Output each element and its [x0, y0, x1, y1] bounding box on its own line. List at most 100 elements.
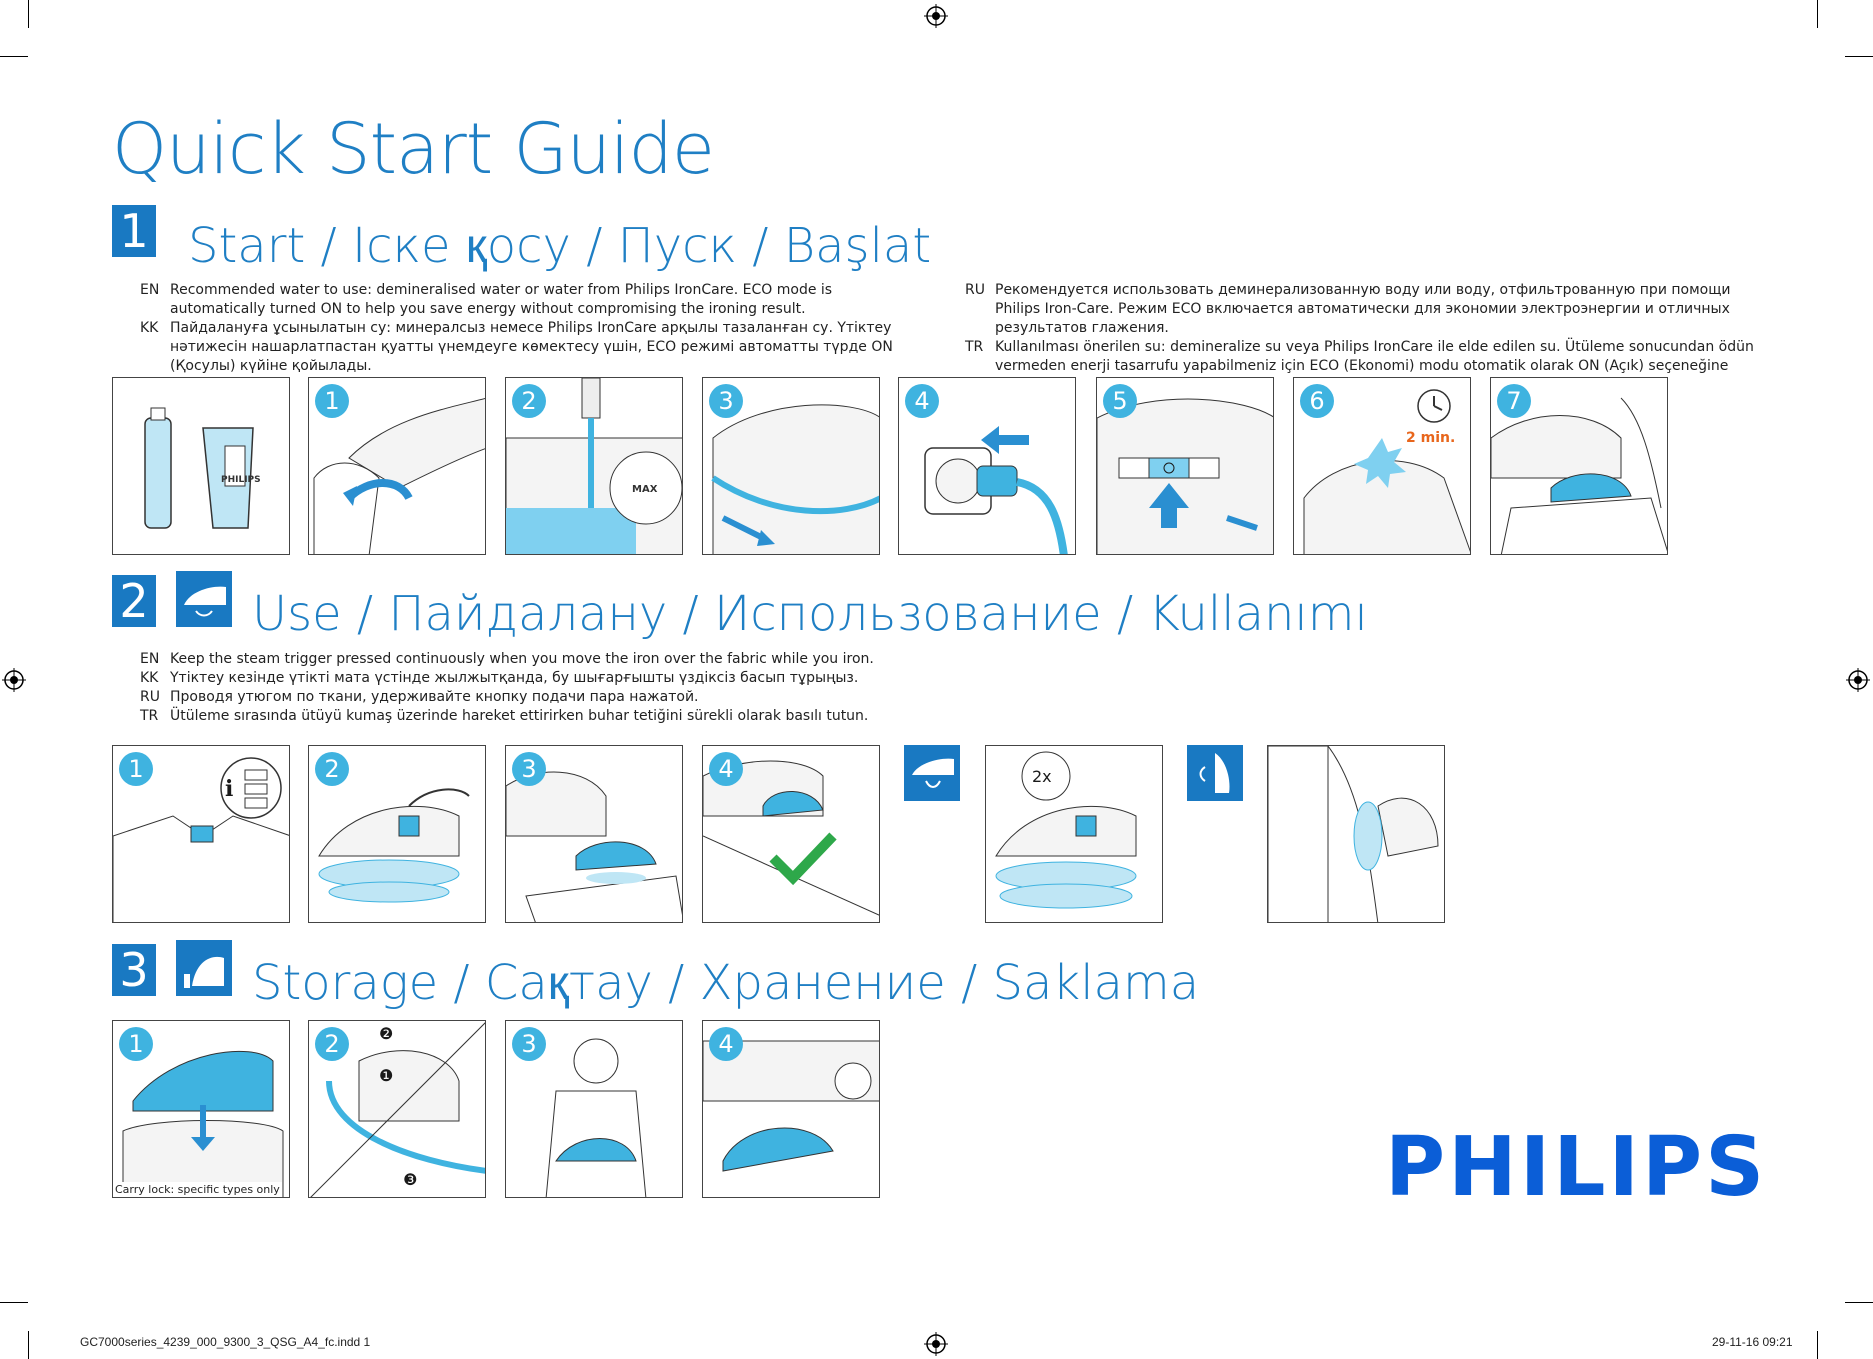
lang-code: TR: [965, 339, 984, 355]
section-1-title: Start / Іске қосу / Пуск / Başlat: [188, 218, 932, 274]
timer-icon: 2 min.: [1303, 389, 1470, 554]
illustration-step-1: 1: [308, 377, 486, 555]
store-shelf-icon: [703, 1040, 879, 1172]
illustration-use-4: 4: [702, 745, 880, 923]
section-2-text: EN Keep the steam trigger pressed continu…: [140, 650, 1040, 726]
svg-text:i: i: [225, 776, 233, 802]
page-title: Quick Start Guide: [112, 108, 715, 190]
illustration-step-3: 3: [702, 377, 880, 555]
vertical-steaming-icon: [1268, 746, 1439, 922]
section-3-badge: 3: [112, 944, 156, 996]
base-station-icon: [711, 404, 879, 554]
water-tank-fill-icon: MAX: [506, 378, 682, 554]
instruction-text: Kullanılması önerilen su: demineralize s…: [995, 339, 1754, 393]
svg-text:❸: ❸: [403, 1170, 417, 1189]
illustration-water-bottle: PHILIPS: [112, 377, 290, 555]
storage-icon: [176, 940, 232, 996]
registration-mark: [924, 4, 948, 28]
svg-text:2 min.: 2 min.: [1406, 430, 1455, 446]
instruction-text: Пайдалануға ұсынылатын су: минералсыз не…: [170, 320, 893, 374]
step-number: 2: [315, 1027, 349, 1061]
crop-mark: [1817, 0, 1818, 28]
instruction-text: Keep the steam trigger pressed continuou…: [170, 651, 874, 667]
step-number: 1: [119, 752, 153, 786]
step-number: 7: [1497, 384, 1531, 418]
crop-mark: [28, 1331, 29, 1359]
footer-date: 29-11-16 09:21: [1712, 1335, 1793, 1349]
carry-lock-note: Carry lock: specific types only: [113, 1182, 282, 1197]
cord-wrap-icon: ❷ ❶ ❸: [310, 1022, 485, 1197]
registration-mark: [1846, 668, 1870, 692]
section-1-text-left: EN Recommended water to use: demineralise…: [140, 281, 920, 376]
step-number: 5: [1103, 384, 1137, 418]
instruction-text: Recommended water to use: demineralised …: [170, 282, 833, 317]
plug-socket-icon: [924, 426, 1068, 554]
lang-code: RU: [140, 689, 160, 705]
svg-text:MAX: MAX: [632, 484, 658, 495]
lang-code: RU: [965, 282, 985, 298]
double-press-icon: 2x: [995, 751, 1137, 909]
section-1-badge: 1: [112, 205, 156, 257]
step-number: 4: [709, 752, 743, 786]
crop-mark: [0, 56, 28, 57]
steam-trigger-icon: [318, 788, 470, 903]
iron-handle-icon: [313, 397, 485, 554]
crop-mark: [0, 1302, 28, 1303]
illustration-use-boost: 2x: [985, 745, 1163, 923]
instruction-text: Проводя утюгом по ткани, удерживайте кно…: [170, 689, 699, 705]
illustration-step-2: MAX 2: [505, 377, 683, 555]
step-number: 4: [709, 1027, 743, 1061]
lang-code: KK: [140, 670, 159, 686]
section-3-title: Storage / Сақтау / Хранение / Saklama: [252, 955, 1200, 1011]
crop-mark: [1845, 56, 1873, 57]
illustration-storage-4: 4: [702, 1020, 880, 1198]
step-number: 6: [1300, 384, 1334, 418]
carry-iron-icon: [545, 1038, 647, 1197]
step-number: 4: [905, 384, 939, 418]
step-number: 3: [512, 752, 546, 786]
illustration-step-6: 2 min. 6: [1293, 377, 1471, 555]
ironing-board-icon: [506, 771, 682, 922]
lang-code: KK: [140, 320, 159, 336]
instruction-text: Рекомендуется использовать деминерализов…: [995, 282, 1731, 336]
footer-filename: GC7000series_4239_000_9300_3_QSG_A4_fc.i…: [80, 1335, 371, 1349]
registration-mark: [924, 1332, 948, 1356]
water-bottle-icon: PHILIPS: [144, 407, 261, 529]
svg-text:❷: ❷: [379, 1024, 393, 1043]
steam-iron-icon: [176, 571, 232, 627]
svg-text:2x: 2x: [1032, 767, 1052, 786]
power-button-icon: [1097, 398, 1273, 554]
svg-text:❶: ❶: [379, 1066, 393, 1085]
section-2-badge: 2: [112, 575, 156, 627]
crop-mark: [28, 0, 29, 28]
ironing-icon: [1491, 397, 1667, 554]
illustration-storage-2: ❷ ❶ ❸ 2: [308, 1020, 486, 1198]
instruction-text: Ütüleme sırasında ütüyü kumaş üzerinde h…: [170, 708, 869, 724]
crop-mark: [1817, 1331, 1818, 1359]
step-number: 3: [512, 1027, 546, 1061]
philips-logo: PHILIPS: [1385, 1120, 1768, 1215]
vertical-steam-icon: [1187, 745, 1243, 801]
step-number: 1: [315, 384, 349, 418]
crop-mark: [1845, 1302, 1873, 1303]
registration-mark: [2, 668, 26, 692]
section-1-text-right: RU Рекомендуется использовать деминерализ…: [965, 281, 1765, 395]
svg-text:PHILIPS: PHILIPS: [221, 475, 261, 485]
illustration-use-3: 3: [505, 745, 683, 923]
lang-code: EN: [140, 282, 160, 298]
garment-label-icon: i: [113, 757, 289, 922]
step-number: 2: [315, 752, 349, 786]
lang-code: EN: [140, 651, 160, 667]
illustration-use-2: 2: [308, 745, 486, 923]
illustration-storage-1: 1 Carry lock: specific types only: [112, 1020, 290, 1198]
illustration-use-1: i 1: [112, 745, 290, 923]
illustration-step-5: 5: [1096, 377, 1274, 555]
section-2-title: Use / Пайдалану / Использование / Kullan…: [252, 586, 1368, 642]
illustration-storage-3: 3: [505, 1020, 683, 1198]
instruction-text: Үтіктеу кезінде үтікті мата үстінде жылж…: [170, 670, 859, 686]
illustration-use-vertical: [1267, 745, 1445, 923]
step-number: 3: [709, 384, 743, 418]
step-number: 1: [119, 1027, 153, 1061]
steam-boost-icon: [904, 745, 960, 801]
lang-code: TR: [140, 708, 159, 724]
